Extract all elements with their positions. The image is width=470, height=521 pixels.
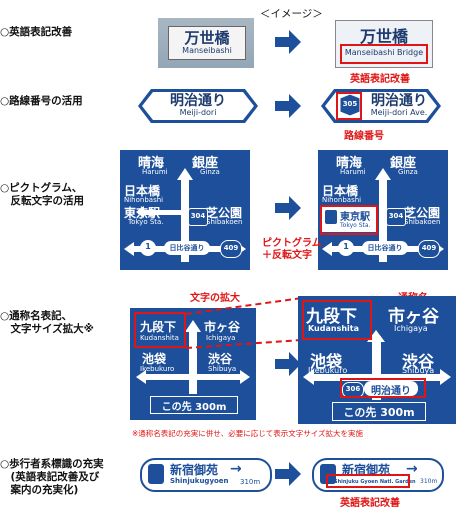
after-sign-harumi: 晴海 Harumi 銀座 Ginza 日本橋 Nihonbashi 東京駅 To… (318, 150, 448, 270)
route-shield: 304 (188, 208, 208, 226)
arrow-icon (275, 30, 301, 54)
sign-jp-text: 万世橋 (184, 29, 230, 47)
footnote: ※通称名表記の充実に併せ、必要に応じて表示文字サイズ拡大を実施 (132, 429, 364, 438)
heading-pictogram: ○ピクトグラム、 反転文字の活用 (0, 182, 84, 207)
route-number: 305 (342, 100, 358, 108)
sign-jp-text: 明治通り (170, 93, 226, 109)
after-sign-meiji (321, 89, 441, 123)
sign-en-text: Manseibashi (182, 46, 232, 55)
callout-pictogram: ピクトグラム＋反転文字 (262, 238, 322, 261)
sign-en-text: Meiji-dori Ave. (370, 108, 428, 117)
heading-route-number: ○路線番号の活用 (0, 95, 83, 107)
before-sign-harumi: 晴海 Harumi 銀座 Ginza 日本橋 Nihonbashi 東京駅 To… (120, 150, 250, 270)
before-sign-shinjuku: 新宿御苑 Shinjukugyoen 310m → (140, 458, 272, 492)
highlight-box (340, 44, 428, 64)
highlight-box (326, 474, 410, 488)
train-icon (325, 210, 337, 224)
route-shield: 409 (220, 240, 242, 258)
arrow-right-icon: → (230, 461, 242, 477)
highlight-box (134, 312, 186, 348)
highlight-box (336, 92, 362, 120)
hibiya-box: 日比谷通り (164, 241, 210, 255)
callout-enlarged: 文字の拡大 (190, 293, 240, 304)
highlight-box (340, 378, 426, 398)
before-sign-manseibashi: 万世橋 Manseibashi (158, 18, 254, 68)
sign-en-text: Meiji-dori (179, 108, 217, 117)
callout-english: 英語表記改善 (350, 74, 410, 85)
heading-english: ○英語表記改善 (0, 26, 73, 38)
route-shield: 1 (140, 240, 156, 256)
sign-jp-text: 明治通り (371, 93, 427, 109)
before-sign-kudanshita: 九段下 Kudanshita 市ヶ谷 Ichigaya 池袋 Ikebukuro… (130, 308, 256, 420)
arrow-icon (275, 94, 301, 118)
meiji-box: 明治通り (364, 381, 418, 397)
sign-en-text: Manseibashi Bridge (344, 48, 424, 57)
page-title: ＜イメージ＞ (260, 8, 323, 20)
sign-jp-text: 万世橋 (359, 27, 408, 46)
heading-nickname: ○通称名表記、 文字サイズ拡大※ (0, 310, 94, 335)
callout-english-ped: 英語表記改善 (340, 498, 400, 509)
after-sign-kudanshita: 九段下 Kudanshita 市ヶ谷 Ichigaya 池袋 Ikebukuro… (298, 296, 456, 424)
arrow-icon (275, 462, 301, 486)
park-icon (148, 464, 164, 484)
arrow-icon (275, 196, 301, 220)
highlight-box (320, 205, 378, 235)
highlight-box (302, 300, 372, 340)
callout-route: 路線番号 (344, 131, 384, 142)
arrow-right-icon: → (406, 461, 418, 477)
before-sign-meiji (138, 89, 258, 123)
heading-pedestrian: ○歩行者系標識の充実 (英語表記改善及び 案内の充実化) (0, 458, 104, 496)
inverted-station-box: 東京駅 Tokyo Sta. (322, 206, 376, 232)
